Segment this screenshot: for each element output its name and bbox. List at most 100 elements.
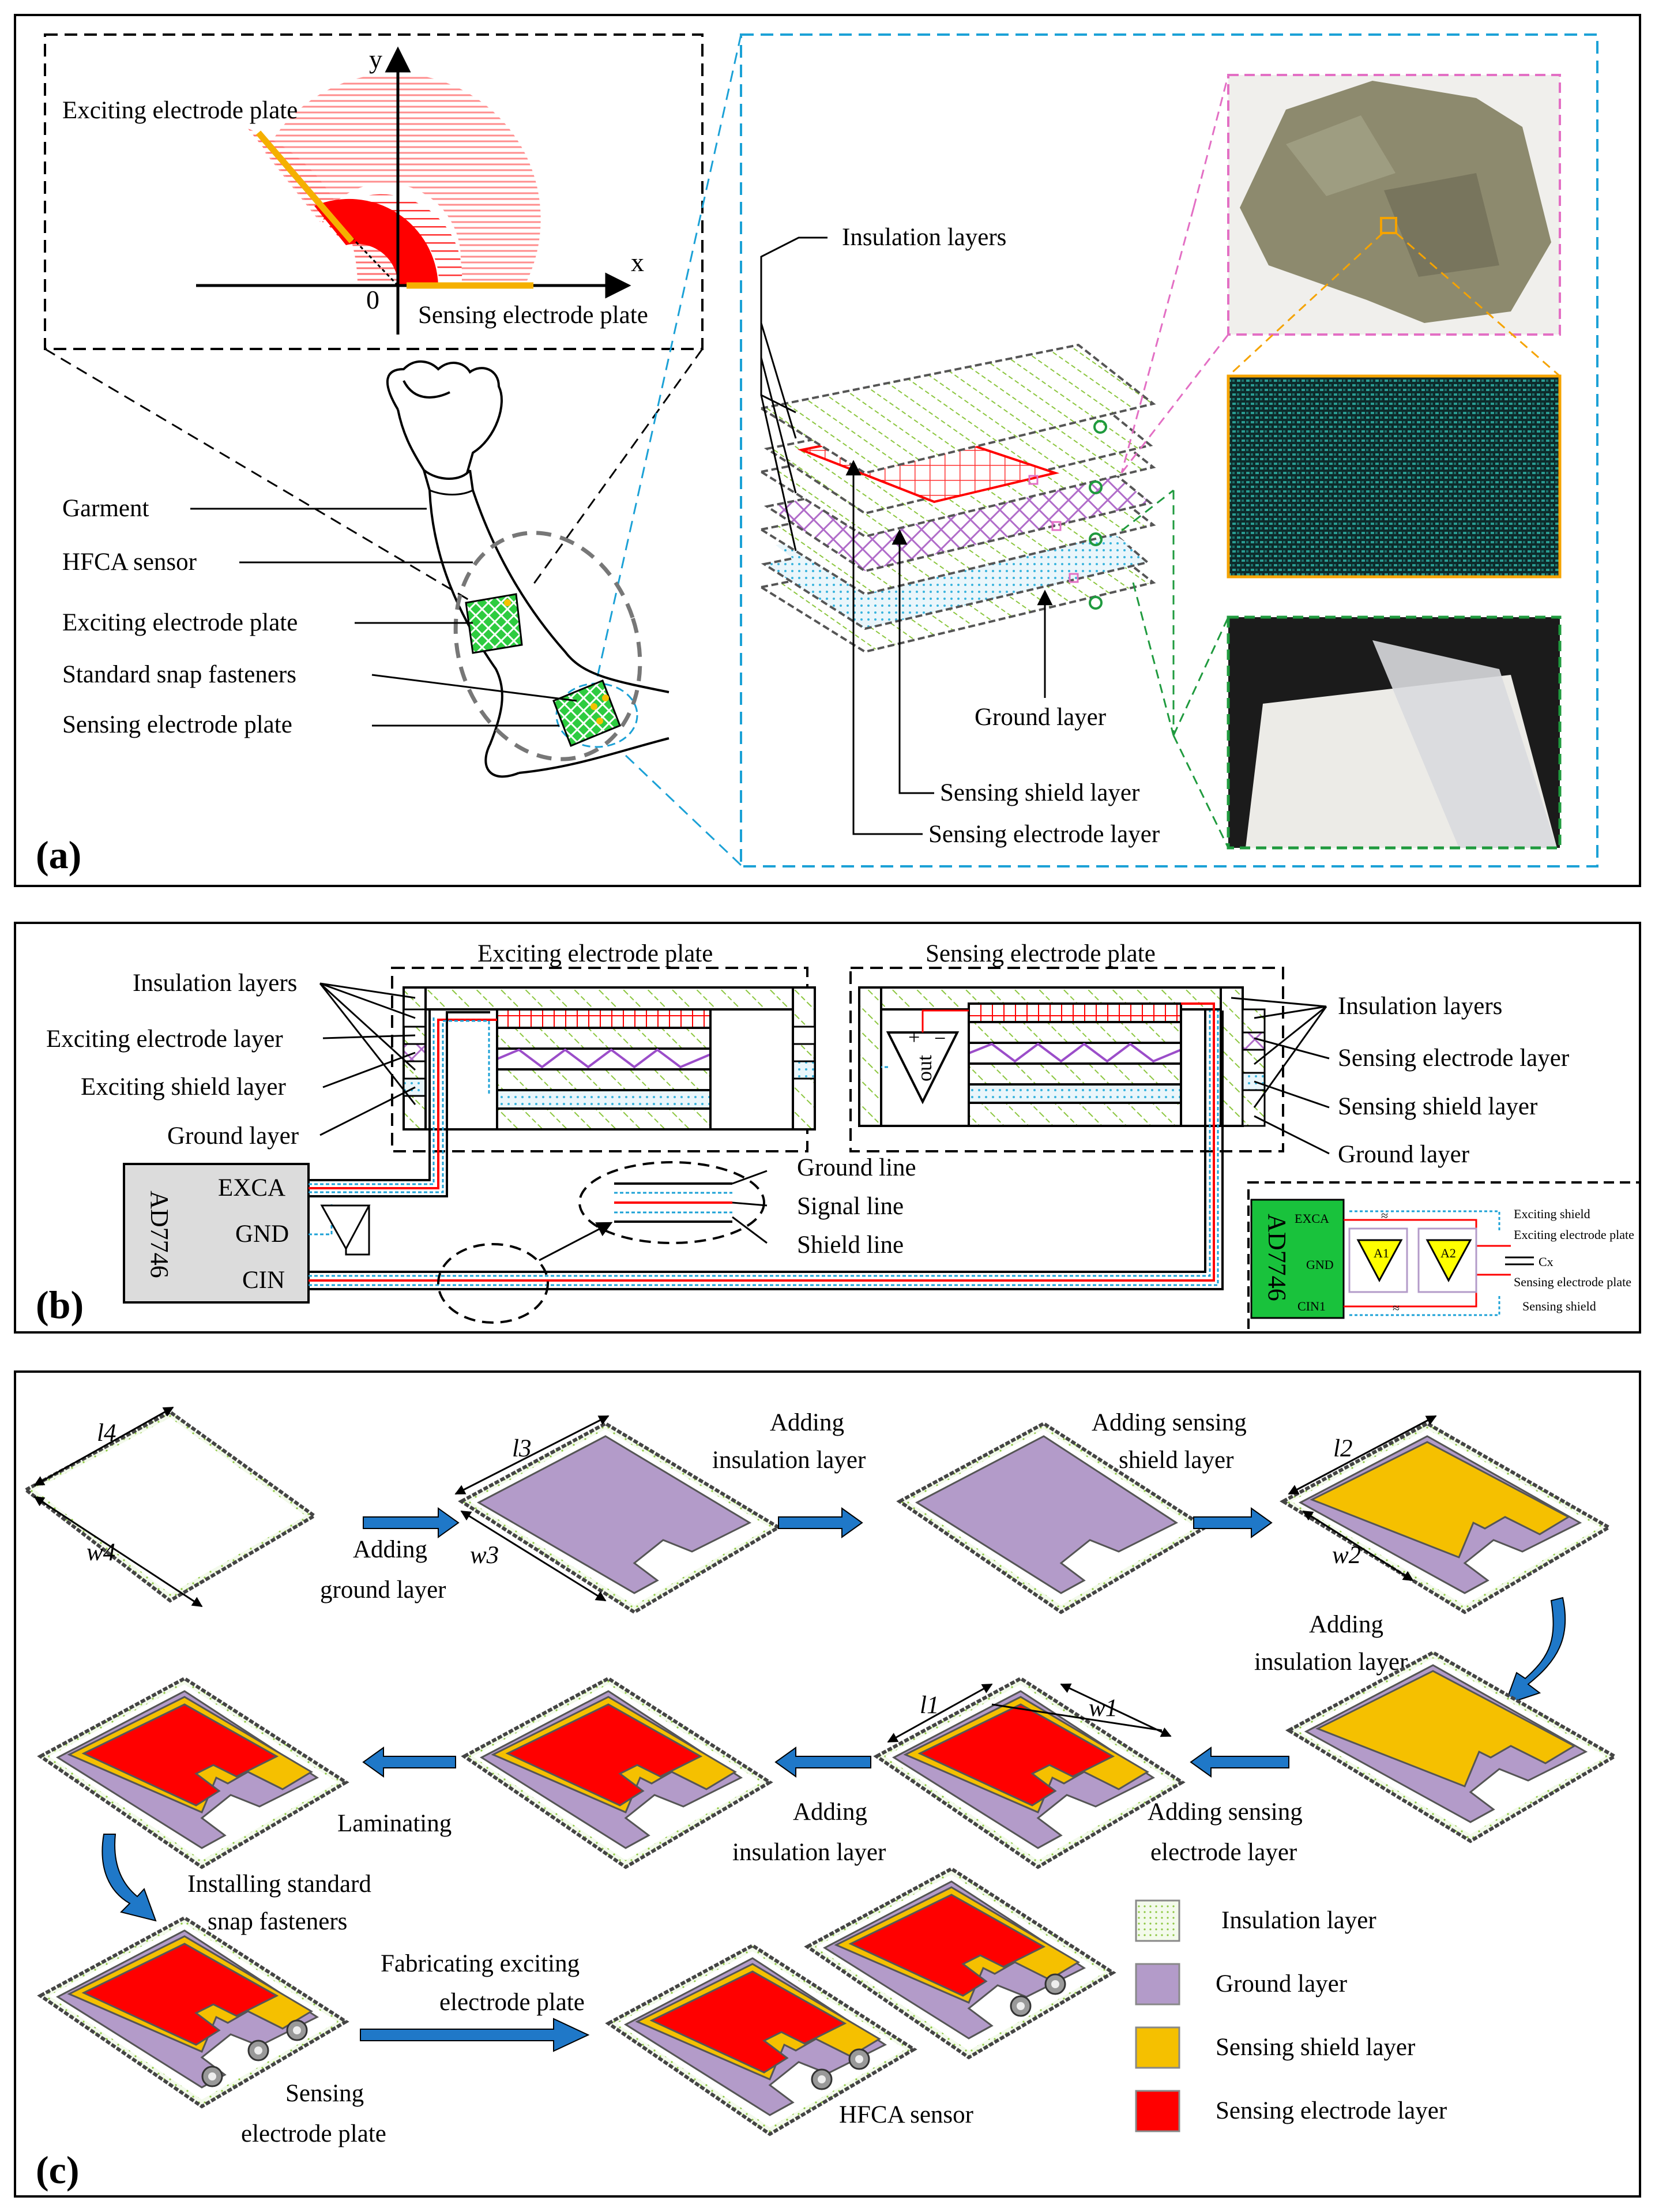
svg-text:≈: ≈: [1381, 1208, 1388, 1223]
buffer-label: out: [913, 1055, 936, 1081]
b-ground-left: Ground layer: [167, 1122, 299, 1150]
exciting-plate-title: Exciting electrode plate: [477, 940, 713, 967]
plate-laminated: [37, 1676, 349, 1869]
panel-c: l4 w4 Adding ground layer l3 w3 Adding i…: [14, 1370, 1641, 2198]
panel-a: y x 0 Exciting electrode plate Sensing e…: [14, 14, 1641, 887]
b-sensing-shield: Sensing shield layer: [1338, 1093, 1537, 1120]
snap-fasteners-label: Standard snap fasteners: [62, 661, 296, 688]
b-sensing-electrode: Sensing electrode layer: [1338, 1045, 1569, 1072]
step-sensing-plate-2: electrode plate: [241, 2120, 386, 2147]
legend-electrode: Sensing electrode layer: [1216, 2097, 1447, 2124]
plate-electrode: l1 w1: [873, 1676, 1186, 1869]
exciting-plate-label: Exciting electrode plate: [62, 97, 298, 124]
dim-w3: w3: [470, 1542, 499, 1569]
inset-sensing-plate: Sensing electrode plate: [1514, 1275, 1631, 1289]
dim-w1: w1: [1089, 1695, 1118, 1722]
plate-sensing-final: [37, 1916, 349, 2109]
inset-pin-cin1: CIN1: [1297, 1299, 1326, 1313]
step-ins2-1: Adding: [1309, 1611, 1383, 1638]
legend-ground: Ground layer: [1216, 1970, 1347, 1997]
step-ins1-1: Adding: [770, 1409, 844, 1436]
shield-layer-label: Sensing shield layer: [940, 779, 1139, 806]
dim-w2: w2: [1332, 1542, 1361, 1569]
shield-line-label: Shield line: [797, 1231, 904, 1259]
dim-l4: l4: [97, 1419, 116, 1447]
legend-swatch-insulation: [1135, 1899, 1180, 1942]
legend: Insulation layer Ground layer Sensing sh…: [1135, 1899, 1447, 2132]
step-shield-2: shield layer: [1119, 1447, 1233, 1474]
inset-exciting-shield: Exciting shield: [1514, 1207, 1590, 1221]
svg-text:≈: ≈: [1393, 1301, 1400, 1315]
inset-pin-gnd: GND: [1306, 1257, 1334, 1272]
step-fab-1: Fabricating exciting: [381, 1950, 580, 1977]
step-laminating: Laminating: [337, 1810, 452, 1837]
b-exciting-shield: Exciting shield layer: [81, 1073, 286, 1101]
step-hfca: HFCA sensor: [839, 2101, 973, 2128]
cable-detail: Ground line Signal line Shield line: [578, 1154, 916, 1259]
plate-insulated-shield: [1285, 1650, 1618, 1843]
exciting-plate-arm-label: Exciting electrode plate: [62, 609, 298, 636]
circuit-inset: AD7746 EXCA GND CIN1 A1 A2 Cx Exciting s…: [1247, 1181, 1641, 1334]
legend-swatch-electrode: [1135, 2090, 1180, 2132]
inset-exciting-plate: Exciting electrode plate: [1514, 1227, 1634, 1242]
pin-gnd: GND: [235, 1220, 289, 1248]
step-elec-1: Adding sensing: [1148, 1798, 1303, 1826]
step-snap-2: snap fasteners: [208, 1908, 347, 1935]
dim-l1: l1: [920, 1692, 939, 1719]
pin-cin: CIN: [242, 1267, 285, 1294]
plate-bare: l4 w4: [22, 1406, 318, 1608]
sensing-plate-section: + − out: [858, 986, 1266, 1127]
garment-label: Garment: [62, 495, 149, 522]
b-insulation-left: Insulation layers: [133, 970, 297, 997]
ground-line-label: Ground line: [797, 1154, 916, 1181]
origin-label: 0: [366, 285, 379, 314]
plate-insulated-electrode: [461, 1676, 773, 1869]
panel-b: Exciting electrode plate Sensing electro…: [14, 922, 1641, 1334]
sensing-plate-label: Sensing electrode plate: [418, 302, 648, 329]
step-ground-2: ground layer: [320, 1576, 446, 1603]
panel-c-letter: (c): [36, 2148, 79, 2192]
arm-illustration: [386, 360, 669, 778]
signal-line-label: Signal line: [797, 1193, 904, 1220]
chip-name: AD7746: [145, 1191, 174, 1278]
fabric-photo: [1228, 75, 1560, 335]
weave-closeup-photo: [1228, 376, 1560, 577]
legend-insulation: Insulation layer: [1221, 1907, 1376, 1934]
step-ins2-2: insulation layer: [1254, 1648, 1408, 1676]
plate-insulated-ground: [896, 1421, 1209, 1614]
b-ground-right: Ground layer: [1338, 1141, 1469, 1168]
step-sensing-plate-1: Sensing: [285, 2080, 364, 2107]
step-ins3-1: Adding: [793, 1798, 867, 1826]
amp-a1-label: A1: [1374, 1246, 1389, 1260]
plate-ground: l3 w3: [454, 1415, 782, 1614]
dim-l2: l2: [1333, 1435, 1352, 1462]
legend-swatch-shield: [1135, 2026, 1180, 2069]
dim-l3: l3: [512, 1435, 531, 1462]
inset-sensing-shield: Sensing shield: [1522, 1299, 1596, 1313]
b-exciting-electrode: Exciting electrode layer: [46, 1026, 283, 1053]
wiring: [309, 1002, 1224, 1290]
ground-layer-label: Ground layer: [975, 704, 1106, 731]
step-fab-2: electrode plate: [439, 1989, 585, 2016]
electrode-layer-label: Sensing electrode layer: [928, 821, 1160, 848]
panel-b-letter: (b): [36, 1283, 84, 1327]
exciting-plate-section: [403, 986, 816, 1131]
cx-label: Cx: [1539, 1255, 1554, 1269]
plate-shield: l2 w2: [1279, 1415, 1612, 1614]
panel-b-right-labels: Insulation layers Sensing electrode laye…: [1231, 993, 1569, 1168]
step-snap-1: Installing standard: [187, 1871, 371, 1898]
panel-b-left-labels: Insulation layers Exciting electrode lay…: [46, 970, 416, 1150]
axis-x-label: x: [631, 247, 644, 277]
sensing-plate-on-arm: [552, 679, 621, 747]
ad7746-chip: AD7746 EXCA GND CIN: [123, 1163, 310, 1304]
plate-hfca-back: [804, 1867, 1116, 2060]
inset-pin-exca: EXCA: [1295, 1211, 1329, 1226]
arm-labels: Garment HFCA sensor Exciting electrode p…: [62, 495, 577, 738]
dim-w4: w4: [86, 1539, 115, 1566]
step-ins1-2: insulation layer: [712, 1447, 866, 1474]
svg-text:−: −: [934, 1027, 946, 1050]
axis-y-label: y: [369, 44, 382, 74]
sensing-plate-title: Sensing electrode plate: [926, 940, 1156, 967]
insulation-leaders: [760, 236, 828, 551]
